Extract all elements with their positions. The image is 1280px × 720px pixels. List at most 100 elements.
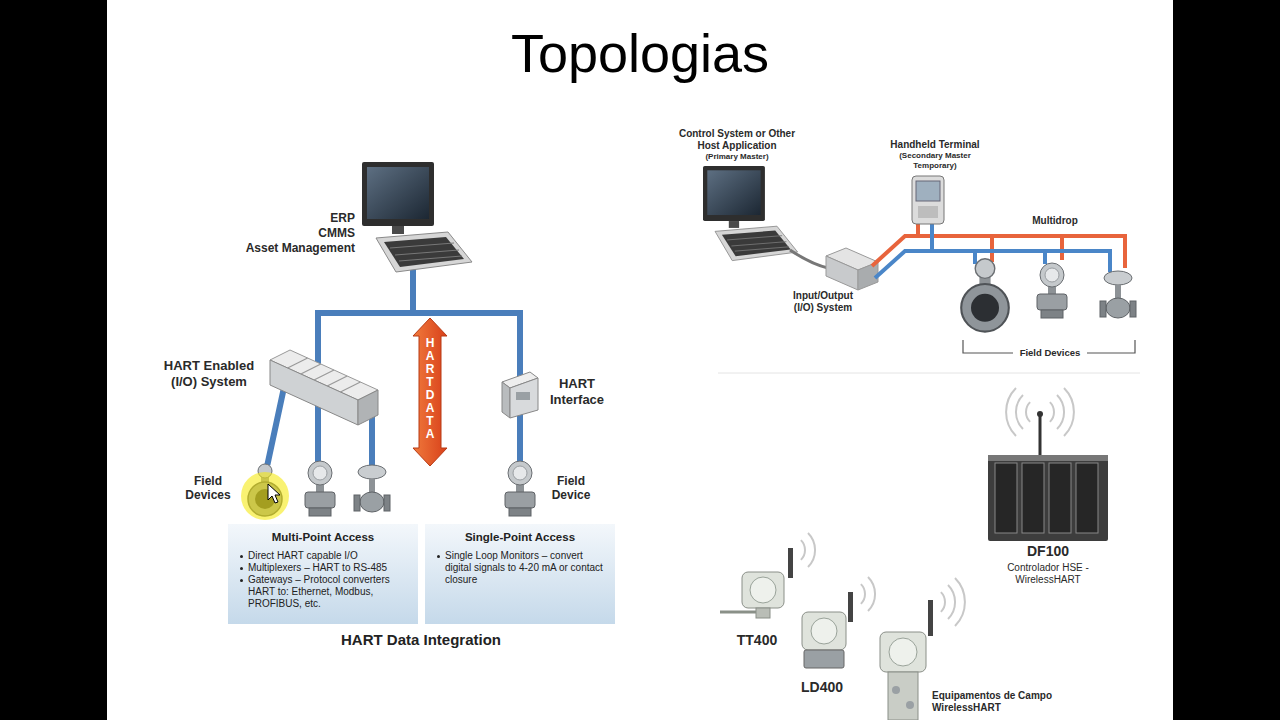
mouse-cursor bbox=[268, 484, 280, 503]
separator-line bbox=[718, 373, 1140, 374]
io-rack-part bbox=[358, 390, 378, 425]
panel-heading: Multi-Point Access bbox=[236, 530, 410, 544]
hart-interface-device-part bbox=[510, 378, 538, 418]
pressure-transmitter bbox=[1037, 263, 1067, 318]
device-label: Field Devices bbox=[182, 474, 234, 503]
device-label: Field Devices bbox=[1013, 347, 1087, 358]
bullet-text: Single Loop Monitors – convert digital s… bbox=[445, 550, 607, 586]
df100-controller-part bbox=[995, 463, 1017, 533]
host-computer bbox=[703, 166, 798, 261]
slide-title: Topologias bbox=[107, 24, 1173, 83]
radio-waves-part bbox=[801, 540, 805, 560]
ld400-transmitter-part bbox=[848, 592, 853, 622]
control-valve bbox=[1100, 271, 1136, 318]
wireless-field-device-part bbox=[906, 701, 914, 709]
io-system-part bbox=[826, 256, 858, 290]
host-cable bbox=[790, 250, 828, 268]
pressure-transmitter bbox=[505, 461, 535, 516]
df100-controller-part bbox=[988, 455, 1108, 541]
radio-waves-part bbox=[1050, 402, 1054, 422]
handheld-terminal-part bbox=[918, 206, 938, 218]
multidrop-blue-wire-part bbox=[973, 251, 977, 264]
handheld-terminal-part bbox=[916, 181, 940, 201]
wireless-field-device-part bbox=[889, 638, 917, 666]
data-arrow-label: HART DATA bbox=[424, 337, 436, 441]
radio-waves-part bbox=[1057, 395, 1064, 429]
bullet-row: Multiplexers – HART to RS-485 bbox=[240, 562, 410, 574]
multidrop-blue-wire-part bbox=[1043, 251, 1047, 264]
io-label: Input/Output (I/O) System bbox=[786, 290, 860, 314]
wireless-field-device-part bbox=[928, 600, 933, 636]
wireless-field-device-part bbox=[892, 686, 900, 694]
hart-data-arrow bbox=[413, 318, 447, 466]
ld400-transmitter-part bbox=[811, 618, 837, 644]
hart-interface-device-part bbox=[516, 392, 530, 400]
bullet-row: Single Loop Monitors – convert digital s… bbox=[437, 550, 607, 586]
system-label: ERP bbox=[235, 211, 355, 225]
radio-waves-part bbox=[868, 577, 875, 611]
bullet-text: Multiplexers – HART to RS-485 bbox=[248, 562, 387, 574]
radio-waves-part bbox=[1026, 402, 1030, 422]
hart-network-lines-part bbox=[410, 272, 416, 313]
bullet-dot bbox=[437, 555, 440, 558]
bus-label: Multidrop bbox=[1020, 215, 1090, 227]
radio-waves-part bbox=[1006, 388, 1016, 436]
host-label: Control System or Other Host Application bbox=[672, 128, 802, 152]
diagram-caption: HART Data Integration bbox=[300, 631, 542, 649]
bullet-dot bbox=[240, 555, 243, 558]
terminal-label: Handheld Terminal bbox=[880, 139, 990, 151]
access-panel: Multi-Point AccessDirect HART capable I/… bbox=[228, 524, 418, 624]
df100-controller-part bbox=[988, 455, 1108, 461]
tt400-transmitter-part bbox=[788, 548, 793, 578]
radio-waves-part bbox=[955, 578, 965, 626]
control-valve bbox=[354, 465, 390, 512]
cursor-highlight bbox=[241, 472, 289, 520]
tt400-transmitter-part bbox=[750, 577, 776, 603]
radio-waves bbox=[801, 388, 1074, 626]
role-label: (Secondary Master Temporary) bbox=[895, 151, 975, 170]
model-label: DF100 bbox=[1008, 543, 1088, 560]
ld400-transmitter-part bbox=[804, 650, 844, 668]
bullet-dot bbox=[240, 567, 243, 570]
multidrop-blue-wire-part bbox=[930, 222, 934, 251]
df100-controller-part bbox=[1049, 463, 1071, 533]
bullet-dot bbox=[240, 579, 243, 582]
ld400-transmitter bbox=[802, 592, 853, 668]
radio-waves-part bbox=[941, 592, 945, 612]
io-label: HART Enabled (I/O) System bbox=[160, 358, 258, 389]
wireless-field-device-part bbox=[888, 672, 918, 720]
model-label: LD400 bbox=[787, 679, 857, 696]
radio-waves-part bbox=[948, 585, 955, 619]
radio-waves-part bbox=[861, 584, 865, 604]
df100-controller-part bbox=[1037, 411, 1043, 417]
io-rack bbox=[270, 350, 378, 425]
handheld-terminal-part bbox=[912, 176, 944, 224]
bullet-row: Direct HART capable I/O bbox=[240, 550, 410, 562]
tt400-transmitter bbox=[720, 548, 793, 618]
io-rack-part bbox=[270, 360, 358, 425]
tt400-transmitter-part bbox=[720, 611, 756, 614]
controller-label: Controlador HSE - WirelessHART bbox=[995, 562, 1101, 586]
flowmeter bbox=[961, 259, 1009, 332]
system-label: Asset Management bbox=[235, 241, 355, 255]
interface-label: HART Interface bbox=[545, 376, 609, 407]
tt400-transmitter-part bbox=[756, 608, 770, 618]
role-label: (Primary Master) bbox=[687, 152, 787, 162]
host-computer bbox=[362, 162, 472, 272]
system-label: CMMS bbox=[235, 226, 355, 240]
bullet-text: Gateways – Protocol converters HART to: … bbox=[248, 574, 410, 610]
io-system bbox=[826, 248, 878, 290]
multidrop-red-wire-part bbox=[1060, 236, 1064, 260]
model-label: TT400 bbox=[722, 632, 792, 649]
df100-controller bbox=[988, 411, 1108, 541]
panel-heading: Single-Point Access bbox=[433, 530, 607, 544]
df100-controller-part bbox=[1076, 463, 1098, 533]
device-label: Equipamentos de Campo WirelessHART bbox=[932, 690, 1064, 714]
handheld-terminal bbox=[912, 176, 944, 224]
device-label: Field Device bbox=[547, 474, 595, 503]
io-rack-part bbox=[288, 358, 361, 392]
df100-controller-part bbox=[1022, 463, 1044, 533]
wireless-field-device-part bbox=[880, 632, 926, 672]
slide-ground bbox=[107, 0, 1173, 720]
